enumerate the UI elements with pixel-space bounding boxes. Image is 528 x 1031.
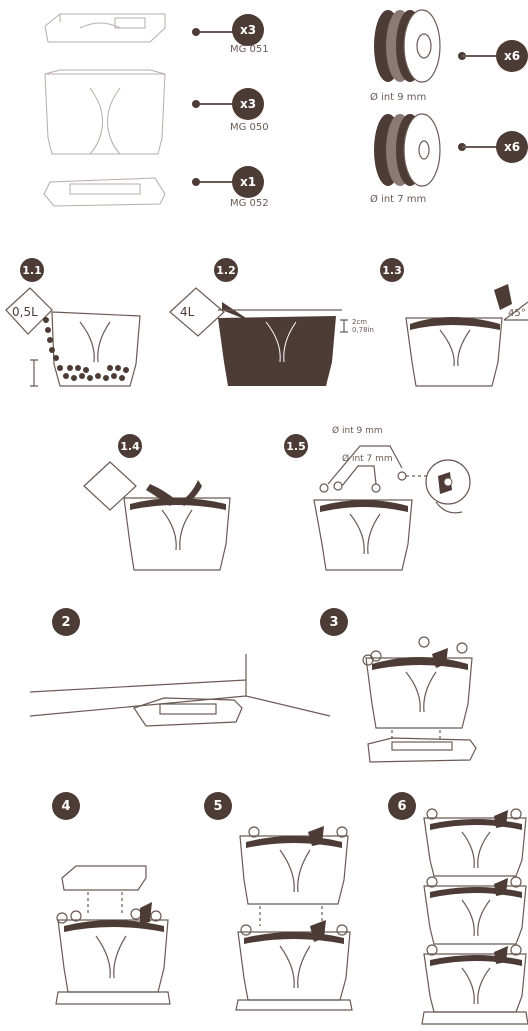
step-badge-1-4: 1.4 (118, 434, 142, 458)
qty-badge-ring-7mm: x6 (496, 131, 528, 163)
qty-badge-box: x3 (232, 88, 264, 120)
step-badge-1-3: 1.3 (380, 258, 404, 282)
ring-9mm-label: Ø int 9 mm (370, 92, 426, 103)
step-badge-1-1: 1.1 (20, 258, 44, 282)
step-badge-6: 6 (388, 792, 416, 820)
gap-cm-label: 2cm (352, 318, 367, 326)
step-1-5-illustration (306, 436, 526, 580)
step-badge-1-5: 1.5 (284, 434, 308, 458)
tray-part-drawing (40, 172, 170, 212)
qty-badge-tray: x1 (232, 166, 264, 198)
part-code-lid: MG 051 (230, 44, 269, 55)
step-1-4-illustration (80, 456, 240, 576)
lid-part-drawing (40, 8, 170, 48)
ring-7mm-drawing (366, 110, 446, 190)
step-1-2-illustration (166, 282, 376, 392)
step-badge-1-2: 1.2 (214, 258, 238, 282)
volume-label-1-2: 4L (180, 305, 194, 319)
step-6-illustration (420, 806, 528, 1028)
step-3-illustration (356, 628, 486, 768)
volume-label-1-1: 0,5L (12, 305, 38, 319)
step-badge-3: 3 (320, 608, 348, 636)
step-badge-4: 4 (52, 792, 80, 820)
ring-7mm-label: Ø int 7 mm (370, 194, 426, 205)
step-badge-5: 5 (204, 792, 232, 820)
ring-9mm-drawing (366, 6, 446, 86)
part-code-tray: MG 052 (230, 198, 269, 209)
ring-9mm-callout: Ø int 9 mm (332, 426, 383, 436)
angle-label: 45° (508, 308, 526, 319)
step-2-illustration (30, 650, 330, 740)
step-badge-2: 2 (52, 608, 80, 636)
step-1-1-illustration (0, 282, 140, 392)
part-code-box: MG 050 (230, 122, 269, 133)
step-1-3-illustration (400, 280, 528, 392)
gap-in-label: 0,78in (352, 326, 374, 334)
step-4-illustration (52, 860, 176, 1006)
step-5-illustration (232, 822, 362, 1012)
box-part-drawing (40, 68, 170, 158)
qty-badge-ring-9mm: x6 (496, 40, 528, 72)
qty-badge-lid: x3 (232, 14, 264, 46)
